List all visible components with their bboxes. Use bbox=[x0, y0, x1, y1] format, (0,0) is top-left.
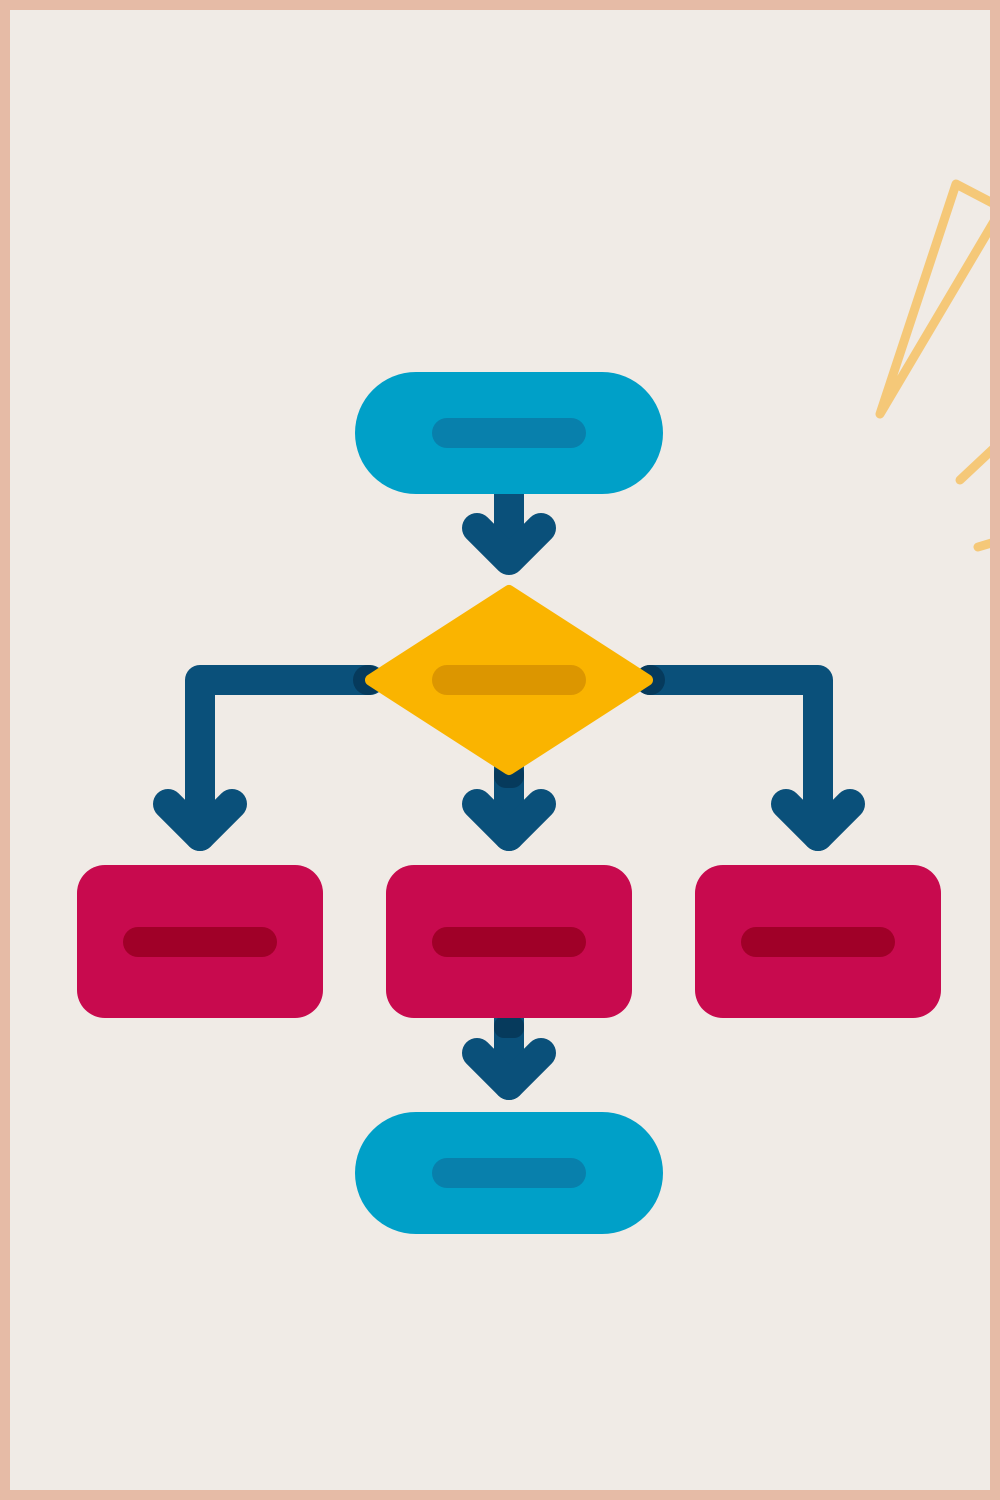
edge-decision-to-process-right bbox=[635, 665, 833, 851]
doodle-stroke-low bbox=[973, 538, 990, 552]
process-left bbox=[77, 865, 323, 1018]
down-arrow-icon bbox=[771, 789, 865, 851]
down-arrow-icon bbox=[462, 1038, 556, 1100]
edge-decision-to-process-left bbox=[185, 665, 385, 851]
placeholder-text-bar bbox=[432, 665, 586, 695]
sparkle-lines-doodle bbox=[875, 179, 990, 552]
placeholder-text-bar bbox=[432, 418, 586, 448]
placeholder-text-bar bbox=[741, 927, 895, 957]
arrowheads bbox=[153, 513, 865, 1100]
end-terminator bbox=[355, 1112, 663, 1234]
down-arrow-icon bbox=[462, 789, 556, 851]
joint-center-bottom bbox=[494, 1016, 524, 1038]
placeholder-text-bar bbox=[123, 927, 277, 957]
process-center bbox=[386, 865, 632, 1018]
decision-diamond bbox=[365, 585, 653, 775]
doodle-stroke-mid bbox=[955, 445, 990, 485]
start-terminator bbox=[355, 372, 663, 494]
down-arrow-icon bbox=[462, 513, 556, 575]
placeholder-text-bar bbox=[432, 1158, 586, 1188]
placeholder-text-bar bbox=[432, 927, 586, 957]
process-right bbox=[695, 865, 941, 1018]
down-arrow-icon bbox=[153, 789, 247, 851]
flowchart-diagram bbox=[77, 179, 990, 1234]
doodle-triangle bbox=[875, 179, 990, 419]
